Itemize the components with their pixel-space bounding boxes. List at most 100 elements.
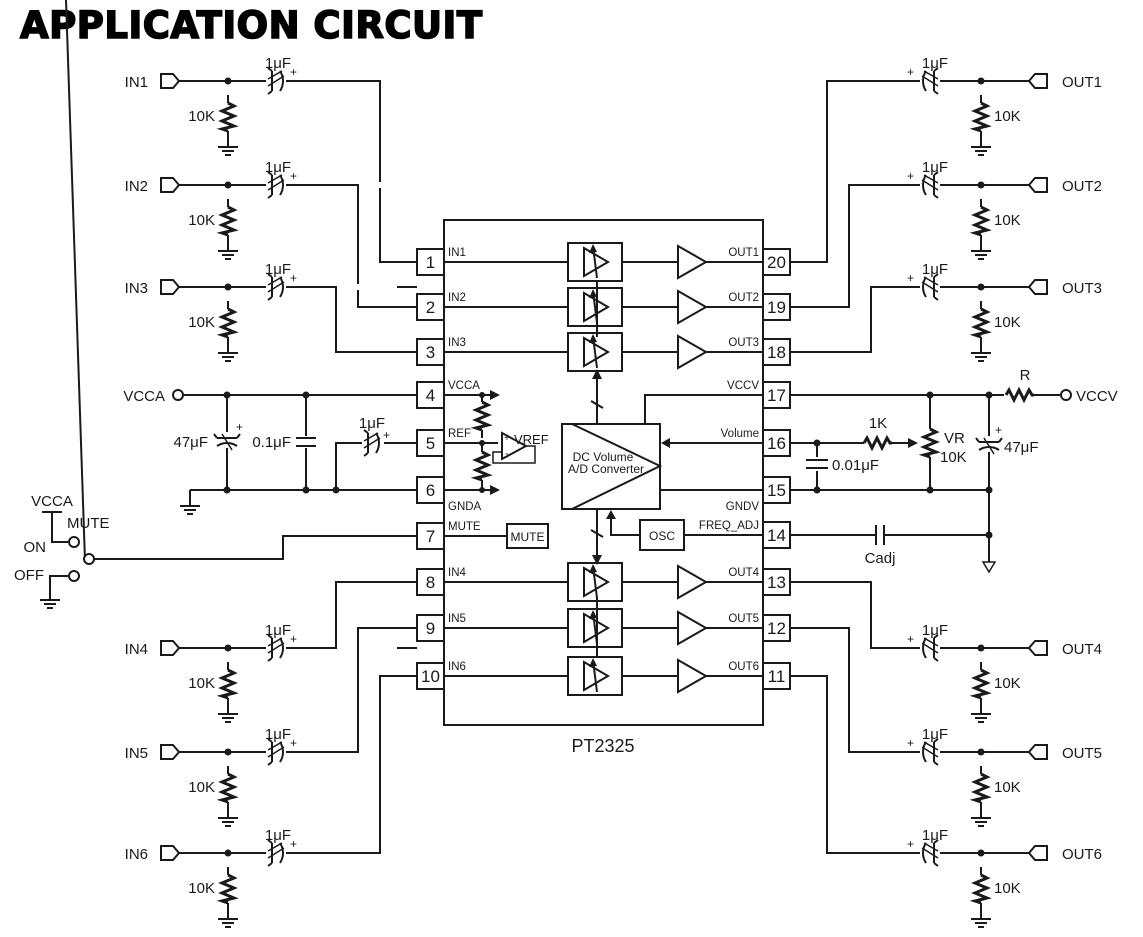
pin-label: MUTE — [448, 521, 481, 533]
input-connector-icon[interactable] — [160, 744, 180, 760]
output-connector-icon[interactable] — [1028, 744, 1048, 760]
input-label: IN6 — [125, 846, 148, 863]
mute-label: MUTE — [67, 515, 110, 532]
output-label: OUT3 — [1062, 280, 1102, 297]
pin-label: IN4 — [448, 567, 467, 579]
ground-icon — [970, 918, 992, 928]
input-connector-icon[interactable] — [160, 73, 180, 89]
ground-icon — [970, 713, 992, 723]
input-connector-icon[interactable] — [160, 640, 180, 656]
ground-arrow-icon — [981, 561, 997, 574]
input-connector-icon[interactable] — [160, 279, 180, 295]
mute-vcca-label: VCCA — [31, 493, 73, 510]
ref-cap-label: 1μF — [359, 415, 385, 432]
ground-icon — [970, 146, 992, 156]
output-label: OUT4 — [1062, 641, 1102, 658]
svg-text:+: + — [290, 65, 297, 79]
pin-number: 9 — [426, 619, 435, 638]
input-label: IN5 — [125, 745, 148, 762]
ground-icon — [217, 146, 239, 156]
res-label: 10K — [188, 880, 215, 897]
volume-res-label: 1K — [869, 415, 887, 432]
output-connector-icon[interactable] — [1028, 279, 1048, 295]
mute-switch[interactable]: VCCA MUTE ON OFF — [14, 0, 417, 609]
osc-arrow-icon — [606, 510, 616, 519]
volume-cap-label: 0.01μF — [832, 457, 879, 474]
pin-number: 6 — [426, 481, 435, 500]
channel-4 — [444, 562, 763, 602]
vcca-label: VCCA — [123, 388, 165, 405]
pin-number: 18 — [767, 343, 786, 362]
arrow-up-icon — [592, 369, 602, 379]
ground-icon — [217, 918, 239, 928]
vca-block — [567, 656, 623, 696]
channel-5 — [444, 608, 763, 648]
vcca-terminal[interactable] — [172, 389, 184, 401]
cap-label: 1μF — [265, 726, 291, 743]
pin-number: 8 — [426, 573, 435, 592]
cap-label: 1μF — [922, 827, 948, 844]
output-connector-icon[interactable] — [1028, 845, 1048, 861]
output-connector-icon[interactable] — [1028, 640, 1048, 656]
res-label: 10K — [188, 314, 215, 331]
channel-2 — [444, 287, 763, 327]
page-title: APPLICATION CIRCUIT — [19, 3, 483, 48]
converter-label-2: A/D Converter — [568, 462, 644, 476]
output-connector-icon[interactable] — [1028, 73, 1048, 89]
pin-7: 7 MUTE — [416, 521, 481, 550]
osc-block — [639, 519, 685, 551]
input-connector-icon[interactable] — [160, 845, 180, 861]
output-connector-icon[interactable] — [1028, 177, 1048, 193]
vccv-label: VCCV — [1076, 388, 1118, 405]
resistor — [220, 93, 236, 141]
pin-label: OUT4 — [728, 567, 759, 579]
svg-text:+: + — [383, 428, 390, 442]
svg-text:+: + — [504, 433, 510, 444]
mute-block-label: MUTE — [511, 530, 545, 544]
res-label: 10K — [188, 779, 215, 796]
vccv-terminal[interactable] — [1060, 389, 1072, 401]
pin-16: 16 Volume — [721, 428, 791, 457]
c47u-left-label: 47μF — [174, 434, 209, 451]
pin-number: 4 — [426, 386, 435, 405]
pin-label: OUT6 — [728, 661, 759, 673]
input-connector-icon[interactable] — [160, 177, 180, 193]
pin-number: 16 — [767, 434, 786, 453]
resistor — [973, 764, 989, 812]
c01u-label: 0.1μF — [252, 434, 291, 451]
output-stages: 1μF+10KOUT11μF+10KOUT21μF+10KOUT31μF+10K… — [790, 55, 1102, 928]
vca-block — [567, 562, 623, 602]
pot-value-label: 10K — [940, 449, 967, 466]
converter-label-1: DC Volume — [573, 450, 634, 464]
pot-name-label: VR — [944, 430, 965, 447]
output-label: OUT2 — [1062, 178, 1102, 195]
dc-volume-converter — [561, 423, 661, 510]
vca-block — [567, 242, 623, 282]
pin-13: 13 OUT4 — [728, 567, 791, 596]
input-label: IN1 — [125, 74, 148, 91]
cap-label: 1μF — [265, 261, 291, 278]
ground-icon — [217, 817, 239, 827]
pin-number: 13 — [767, 573, 786, 592]
resistor — [220, 660, 236, 708]
pin-label: IN6 — [448, 661, 466, 673]
ground-icon — [970, 817, 992, 827]
vcca-supply: VCCA + 47μF 0.1μF 1μF + — [123, 388, 417, 515]
svg-text:+: + — [995, 423, 1002, 437]
pin-number: 7 — [426, 527, 435, 546]
vca-block — [567, 287, 623, 327]
switch-lever[interactable] — [65, 0, 86, 562]
svg-text:+: + — [907, 65, 914, 79]
pin-label: Volume — [721, 428, 759, 440]
